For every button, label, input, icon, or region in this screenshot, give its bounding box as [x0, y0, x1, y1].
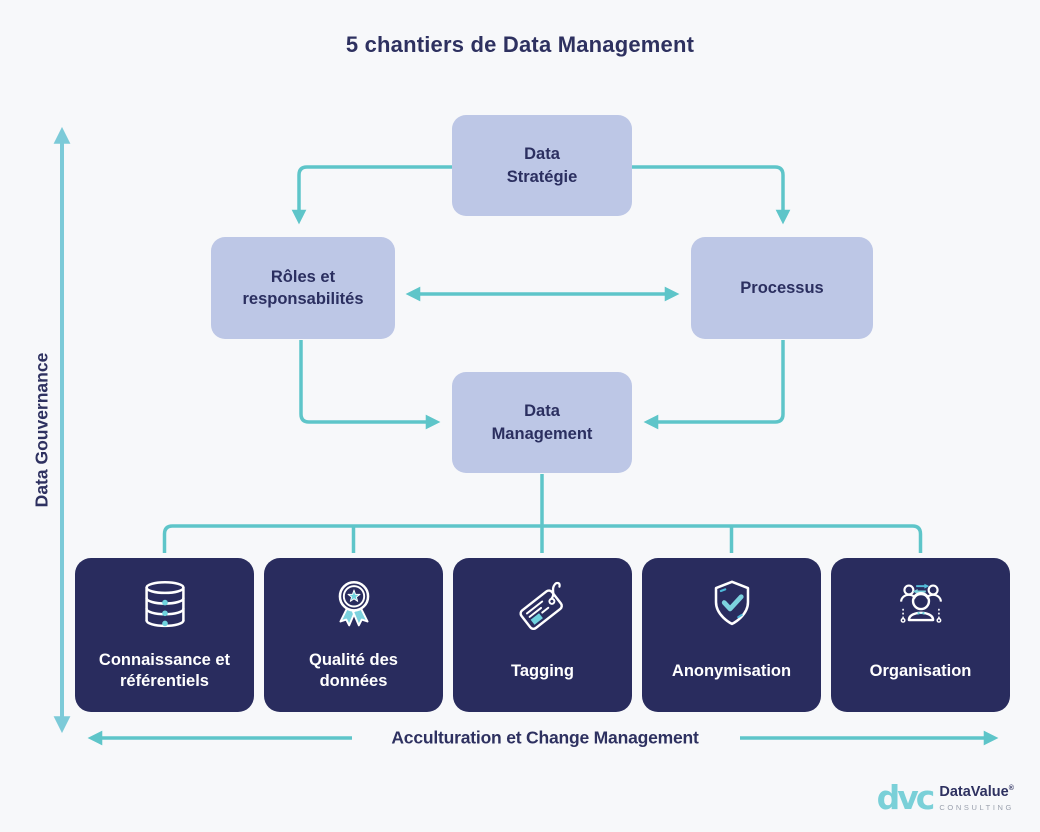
chantier-label: Tagging	[511, 661, 574, 680]
registered-mark: ®	[1008, 785, 1014, 793]
logo-subtitle: CONSULTING	[939, 803, 1014, 812]
vertical-axis-label: Data Gouvernance	[31, 352, 52, 508]
datavalue-logo: dvc DataValue® CONSULTING	[876, 778, 1014, 818]
page-title: 5 chantiers de Data Management	[345, 32, 695, 57]
logo-name: DataValue®	[939, 784, 1014, 801]
chantier-label: Organisation	[869, 661, 972, 680]
chantier-label: Anonymisation	[671, 661, 792, 680]
medal-icon	[323, 572, 385, 640]
horizontal-axis-label: Acculturation et Change Management	[391, 727, 699, 748]
chantier-label: Connaissance et référentiels	[98, 651, 231, 690]
flow-box-roles-responsabilites: Rôles et responsabilités	[211, 237, 395, 339]
chantier-qualite-donnees: Qualité des données	[264, 558, 443, 712]
flow-box-data-management: Data Management	[452, 372, 632, 473]
flow-box-processus: Processus	[691, 237, 873, 339]
chantier-organisation: Organisation	[831, 558, 1010, 712]
flow-arrows	[87, 165, 999, 746]
chantier-anonymisation: Anonymisation	[642, 558, 821, 712]
logo-name-text: DataValue	[939, 784, 1009, 801]
chantier-tagging: Tagging	[453, 558, 632, 712]
shield-check-icon	[701, 572, 763, 640]
team-icon	[890, 572, 952, 640]
chantier-label: Qualité des données	[309, 651, 398, 690]
dvc-logo-icon: dvc	[876, 778, 936, 818]
chantier-connaissance-referentiels: Connaissance et référentiels	[75, 558, 254, 712]
database-icon	[134, 572, 196, 640]
tag-icon	[512, 572, 574, 640]
flow-box-data-strategie: Data Stratégie	[452, 115, 632, 216]
